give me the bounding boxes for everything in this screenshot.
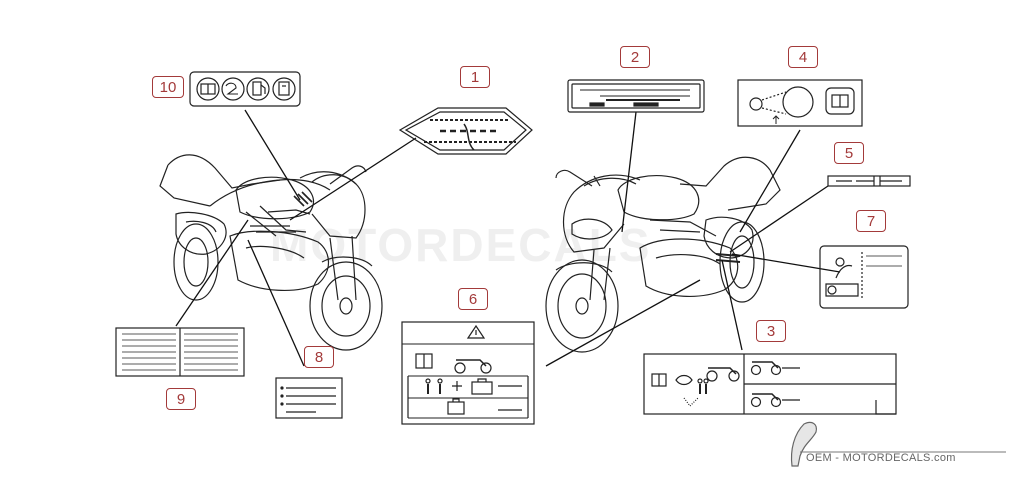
callout-5: 5 bbox=[834, 142, 864, 164]
callout-3: 3 bbox=[756, 320, 786, 342]
footer-logo-icon bbox=[790, 421, 1006, 467]
label-2-strip-decal bbox=[567, 79, 705, 113]
callout-1: 1 bbox=[460, 66, 490, 88]
label-7-chain-decal bbox=[819, 245, 909, 309]
label-3-load-decal bbox=[643, 353, 897, 415]
label-9-text-decal bbox=[115, 327, 245, 377]
callout-7: 7 bbox=[856, 210, 886, 232]
callout-9: 9 bbox=[166, 388, 196, 410]
label-8-list-decal bbox=[275, 377, 343, 419]
callout-8: 8 bbox=[304, 346, 334, 368]
label-5-small-decal bbox=[827, 175, 911, 187]
callout-2: 2 bbox=[620, 46, 650, 68]
left-motorcycle-illustration bbox=[159, 154, 383, 351]
callout-10: 10 bbox=[152, 76, 184, 98]
callout-6: 6 bbox=[458, 288, 488, 310]
callout-4: 4 bbox=[788, 46, 818, 68]
label-6-warning-decal bbox=[401, 321, 535, 425]
label-1-diamond-decal bbox=[398, 107, 533, 155]
leader-lines bbox=[175, 109, 841, 367]
right-motorcycle-illustration bbox=[545, 156, 781, 353]
footer-brand-text: OEM - MOTORDECALS.com bbox=[806, 452, 956, 464]
label-4-headlight-decal bbox=[737, 79, 863, 127]
label-10-icons-decal bbox=[189, 71, 301, 107]
